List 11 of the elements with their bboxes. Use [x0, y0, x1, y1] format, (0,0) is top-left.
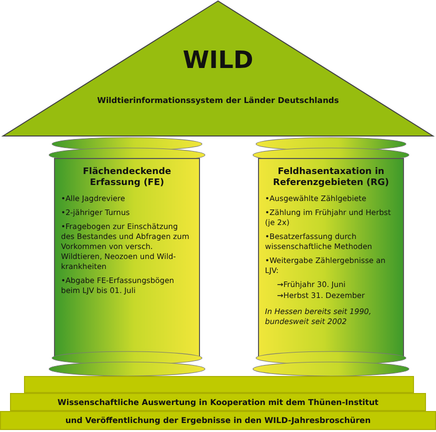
base-step: [24, 376, 414, 393]
step-text: Wissenschaftliche Auswertung in Kooperation mit dem Thünen-Institut: [58, 398, 378, 406]
pillar-heading: Flächendeckende Erfassung (FE): [82, 167, 172, 189]
base-step: [0, 411, 436, 430]
pillar-column: [54, 158, 200, 358]
title-text: WILD: [182, 47, 254, 73]
pillar-column: [258, 158, 404, 358]
base-step: [10, 393, 426, 411]
subtitle-text: Wildtierinformationssystem der Länder Deutschlands: [97, 96, 339, 106]
step-text: und Veröffentlichung der Ergebnisse in den WILD-Jahresbroschüren: [65, 416, 371, 425]
pillar-heading: Feldhasentaxation in Referenzgebieten (RG): [272, 167, 390, 189]
